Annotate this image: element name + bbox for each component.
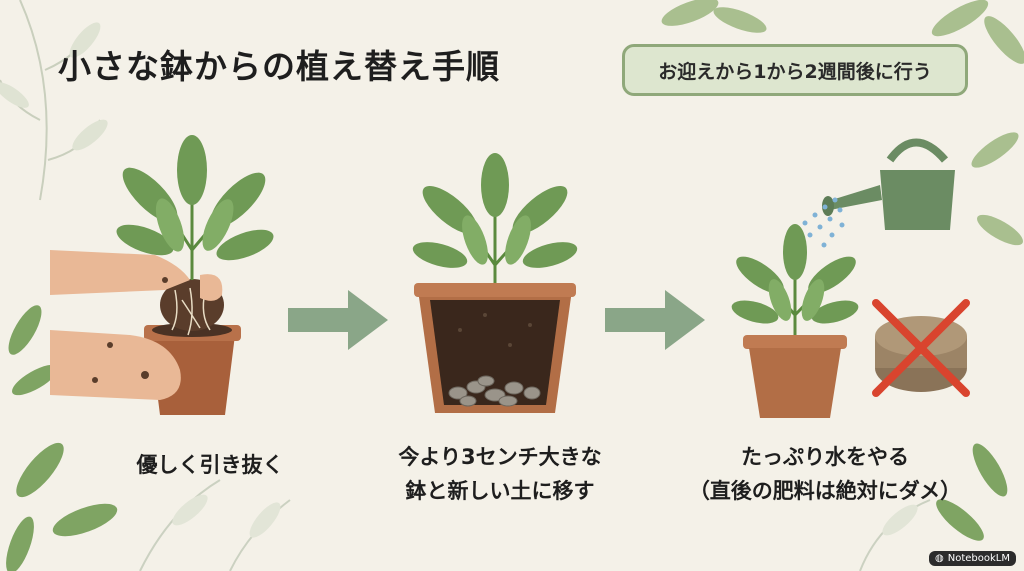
step-3-line-2: （直後の肥料は絶対にダメ） — [688, 479, 962, 503]
watermark-label: NotebookLM — [947, 553, 1010, 564]
step-2-line-1: 今より3センチ大きな — [398, 445, 602, 469]
step-3-line-1: たっぷり水をやる — [741, 445, 909, 469]
step-1-caption: 優しく引き抜く — [110, 448, 310, 482]
arrow-right-icon — [288, 290, 388, 350]
no-fertilizer-icon — [872, 299, 970, 397]
step-3-caption: たっぷり水をやる （直後の肥料は絶対にダメ） — [660, 440, 990, 508]
hands-pulling-plant-icon — [50, 135, 274, 415]
step-2-line-2: 鉢と新しい土に移す — [405, 479, 595, 503]
pot-cross-section-icon — [412, 153, 578, 413]
watermark: ◍ NotebookLM — [929, 551, 1016, 566]
notebooklm-logo-icon: ◍ — [935, 553, 944, 564]
watered-plant-icon — [731, 224, 859, 418]
watering-can-icon — [822, 138, 955, 230]
timing-badge: お迎えから1から2週間後に行う — [622, 44, 968, 96]
arrow-right-icon — [605, 290, 705, 350]
step-2-caption: 今より3センチ大きな 鉢と新しい土に移す — [355, 440, 645, 508]
step-1-line-1: 優しく引き抜く — [136, 453, 284, 477]
page-title: 小さな鉢からの植え替え手順 — [58, 47, 500, 86]
